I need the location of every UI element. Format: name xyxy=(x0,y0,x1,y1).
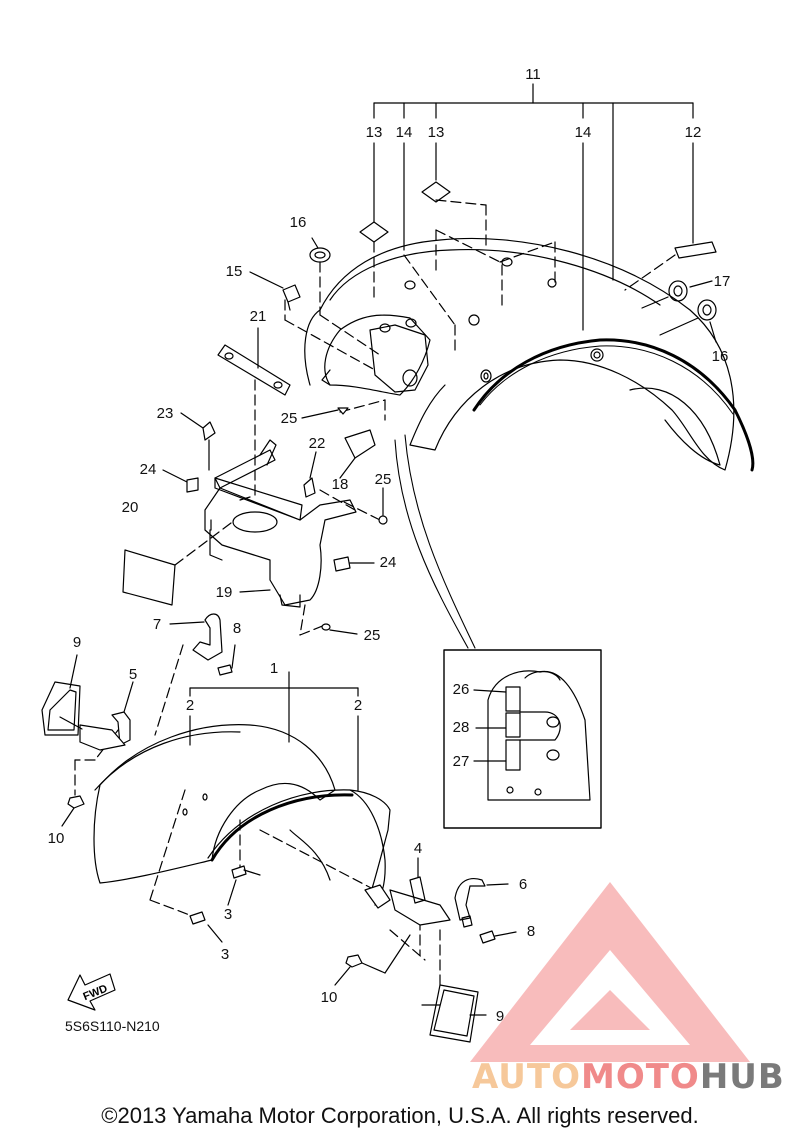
callout-1: 1 xyxy=(270,660,278,677)
nut-10b xyxy=(334,934,411,986)
callout-8: 8 xyxy=(527,923,535,940)
callout-2: 2 xyxy=(186,697,194,714)
callout-2: 2 xyxy=(354,697,362,714)
callout-1-bracket xyxy=(189,671,359,791)
callout-15: 15 xyxy=(226,263,243,280)
callout-25: 25 xyxy=(281,410,298,427)
watermark-auto: AUTO xyxy=(472,1057,581,1097)
callout-22: 22 xyxy=(309,435,326,452)
callout-13: 13 xyxy=(366,124,383,141)
callout-23: 23 xyxy=(157,405,174,422)
bolt-8b xyxy=(479,930,517,944)
screw-25a xyxy=(301,407,349,419)
license-bracket-19 xyxy=(204,439,357,608)
callout-3: 3 xyxy=(224,906,232,923)
callout-27: 27 xyxy=(453,753,470,770)
svg-text:AUTOMOTOHUB: AUTOMOTOHUB xyxy=(472,1057,785,1097)
callout-28: 28 xyxy=(453,719,470,736)
label-13-tag xyxy=(359,221,389,243)
reflector-9b xyxy=(421,984,487,1043)
stay-7 xyxy=(169,613,223,661)
callout-11: 11 xyxy=(525,66,541,83)
label-12-tag xyxy=(674,241,717,259)
leaders-dashed xyxy=(74,199,676,996)
watermark-text: AUTOMOTOHUB xyxy=(472,1057,785,1097)
copyright-footer: ©2013 Yamaha Motor Corporation, U.S.A. A… xyxy=(101,1103,699,1128)
callout-18: 18 xyxy=(332,476,349,493)
pad-22 xyxy=(303,451,317,498)
stay-4 xyxy=(364,857,451,926)
pad-24b xyxy=(333,556,375,572)
pad-24a xyxy=(162,469,199,493)
watermark-logo xyxy=(470,882,750,1062)
callout-24: 24 xyxy=(380,554,397,571)
diagram-code: 5S6S110-N210 xyxy=(65,1018,160,1034)
bolt-3a xyxy=(227,865,261,906)
callout-10: 10 xyxy=(48,830,65,847)
callout-13: 13 xyxy=(428,124,445,141)
grommet-17 xyxy=(641,280,713,309)
callout-6: 6 xyxy=(519,876,527,893)
nut-10a xyxy=(61,795,85,827)
detail-box xyxy=(443,649,602,829)
exploded-view: 11 13 14 13 14 12 16 15 17 16 21 23 25 2… xyxy=(41,66,785,1097)
washer-25c xyxy=(321,623,358,635)
callout-19: 19 xyxy=(216,584,233,601)
bolt-8a xyxy=(217,644,236,676)
callout-21: 21 xyxy=(250,308,267,325)
callout-16: 16 xyxy=(290,214,307,231)
callout-12: 12 xyxy=(685,124,702,141)
stay-6 xyxy=(454,877,509,928)
label-13-tag xyxy=(421,181,451,203)
callout-7: 7 xyxy=(153,616,161,633)
fwd-arrow xyxy=(67,973,116,1011)
rear-fender-upper xyxy=(304,237,755,472)
watermark-hub: HUB xyxy=(700,1057,785,1097)
callout-25: 25 xyxy=(364,627,381,644)
callout-17: 17 xyxy=(714,273,731,290)
part-18 xyxy=(339,429,376,479)
bolt-3b xyxy=(189,911,223,943)
rear-fender-lower xyxy=(93,724,391,906)
plate-21 xyxy=(217,327,291,396)
callout-labels: 11 13 14 13 14 12 16 15 17 16 21 23 25 2… xyxy=(48,66,731,1034)
grommet-16 xyxy=(309,237,331,263)
license-lamp-lens-20 xyxy=(122,549,176,606)
callout-20: 20 xyxy=(122,499,139,516)
callout-25: 25 xyxy=(375,471,392,488)
watermark-moto: MOTO xyxy=(581,1057,700,1097)
pad-23 xyxy=(180,412,216,471)
callout-10: 10 xyxy=(321,989,338,1006)
callout-14: 14 xyxy=(396,124,413,141)
callout-24: 24 xyxy=(140,461,157,478)
callout-9: 9 xyxy=(73,634,81,651)
callout-11-bracket xyxy=(373,83,694,331)
callout-14: 14 xyxy=(575,124,592,141)
reflector-9a xyxy=(41,654,81,736)
detail-leader xyxy=(394,439,469,649)
callout-9: 9 xyxy=(496,1008,504,1025)
bolt-25b xyxy=(378,487,388,525)
callout-16: 16 xyxy=(712,348,729,365)
callout-5: 5 xyxy=(129,666,137,683)
grommet-16b xyxy=(659,299,717,343)
callout-4: 4 xyxy=(414,840,422,857)
callout-26: 26 xyxy=(453,681,470,698)
callout-3: 3 xyxy=(221,946,229,963)
stay-5 xyxy=(59,681,134,751)
callout-8: 8 xyxy=(233,620,241,637)
clip-15 xyxy=(249,271,301,311)
